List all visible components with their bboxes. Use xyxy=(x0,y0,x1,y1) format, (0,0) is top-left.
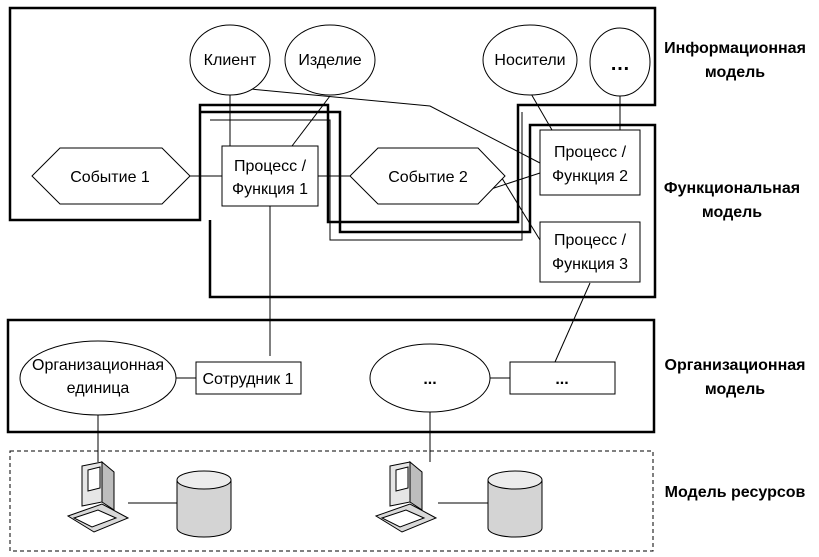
information-model-label-line2: модель xyxy=(705,64,765,81)
client-label: Клиент xyxy=(204,52,257,69)
resource-model-border xyxy=(9,450,654,552)
process-1-line2: Функция 1 xyxy=(232,181,308,198)
entity-media: Носители xyxy=(482,24,578,96)
event-2-label: Событие 2 xyxy=(388,169,468,186)
link-product-p1 xyxy=(291,95,331,147)
event-2: Событие 2 xyxy=(349,147,506,205)
entity-client: Клиент xyxy=(189,24,271,96)
process-1-line1: Процесс / xyxy=(234,158,307,175)
information-model-border xyxy=(8,6,657,224)
org-ellipsis-more: ... xyxy=(369,343,491,413)
connector-lines xyxy=(97,87,621,504)
link-e2-p2 xyxy=(487,172,541,191)
org-unit-line2: единица xyxy=(67,380,130,397)
database-icon xyxy=(487,470,543,538)
entity-more: … xyxy=(589,27,651,97)
functional-model-label-line2: модель xyxy=(702,204,762,221)
org-box-more: ... xyxy=(509,361,616,395)
entity-product: Изделие xyxy=(284,24,376,96)
link-e2-p3 xyxy=(499,174,541,241)
link-media-p2 xyxy=(529,91,553,131)
org-ellipsis-label: ... xyxy=(423,371,436,388)
more-label: … xyxy=(610,53,630,75)
organizational-model-label-line1: Организационная xyxy=(665,357,806,374)
functional-model-border xyxy=(200,110,657,299)
org-unit: Организационная единица xyxy=(19,340,177,416)
organizational-model-label-line2: модель xyxy=(705,381,765,398)
event-1-label: Событие 1 xyxy=(70,169,150,186)
process-2: Процесс / Функция 2 xyxy=(539,129,641,196)
functional-model-label-line1: Функциональная xyxy=(664,180,800,197)
computer-icon xyxy=(66,460,130,533)
inner-boundary-line xyxy=(210,112,523,241)
link-p3-box xyxy=(554,282,591,363)
database-icon xyxy=(176,470,232,538)
employee-1-label: Сотрудник 1 xyxy=(202,371,293,388)
event-1: Событие 1 xyxy=(31,147,191,205)
information-model-label-line1: Информационная xyxy=(664,40,806,57)
organizational-model-border xyxy=(6,318,656,434)
resource-model-label: Модель ресурсов xyxy=(665,484,806,501)
employee-1: Сотрудник 1 xyxy=(195,361,302,395)
media-label: Носители xyxy=(494,52,565,69)
process-2-line2: Функция 2 xyxy=(552,168,628,185)
product-label: Изделие xyxy=(298,52,361,69)
process-2-line1: Процесс / xyxy=(554,144,627,161)
process-1: Процесс / Функция 1 xyxy=(221,145,319,207)
process-3-line2: Функция 3 xyxy=(552,256,628,273)
process-3-line1: Процесс / xyxy=(554,232,627,249)
org-box-label: ... xyxy=(555,371,568,388)
org-unit-line1: Организационная xyxy=(32,357,164,374)
computer-icon xyxy=(374,460,438,533)
link-client-p2 xyxy=(239,87,541,164)
process-3: Процесс / Функция 3 xyxy=(539,221,641,283)
